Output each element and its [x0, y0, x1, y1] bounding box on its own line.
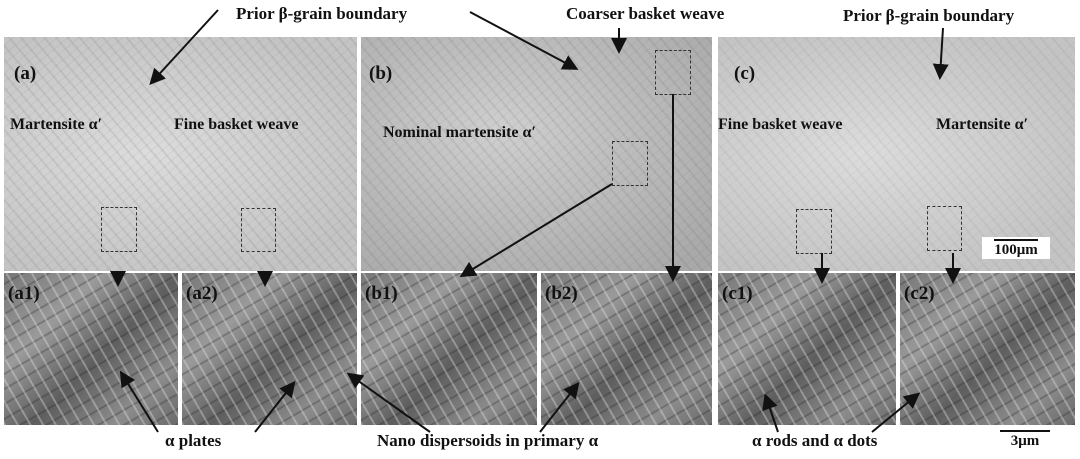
region-label: Martensite α′: [10, 116, 103, 133]
panel-label: (b2): [545, 283, 578, 304]
scale-bar: 3μm: [1000, 430, 1050, 450]
arrow: [149, 9, 219, 85]
panel-label: (a): [14, 63, 37, 84]
panel-label: (a2): [186, 283, 218, 304]
panel-c: (c) Fine basket weave Martensite α′ 100μ…: [718, 37, 1075, 271]
panel-a: (a) Martensite α′ Fine basket weave: [4, 37, 357, 271]
arrow: [762, 393, 779, 433]
region-label: Fine basket weave: [174, 116, 299, 133]
arrow: [254, 380, 296, 433]
scale-bar: 100μm: [982, 237, 1050, 259]
arrow: [932, 27, 949, 80]
annotation-coarser: Coarser basket weave: [566, 4, 725, 23]
zoom-region-box: [241, 208, 276, 252]
arrow: [346, 372, 431, 433]
panel-label: (a1): [8, 283, 40, 304]
scale-bar-label: 100μm: [994, 242, 1038, 258]
arrow: [469, 11, 579, 70]
zoom-region-box: [101, 207, 137, 252]
scale-bar-label: 3μm: [1010, 433, 1040, 449]
region-label: Fine basket weave: [718, 116, 843, 133]
panel-label: (c2): [904, 283, 935, 304]
panel-a2: (a2): [182, 273, 357, 425]
zoom-region-box: [796, 209, 832, 254]
panel-b: (b) Nominal martensite α′: [361, 37, 712, 271]
panel-c1: (c1): [718, 273, 896, 425]
panel-a1: (a1): [4, 273, 178, 425]
annotation-prior-beta: Prior β-grain boundary: [236, 4, 408, 23]
panel-label: (c1): [722, 283, 753, 304]
annotation-nano: Nano dispersoids in primary α: [377, 431, 599, 450]
arrow: [539, 381, 580, 433]
arrow: [871, 392, 921, 433]
arrow: [459, 183, 613, 278]
region-label: Nominal martensite α′: [383, 124, 536, 141]
annotation-rods: α rods and α dots: [752, 431, 878, 450]
zoom-region-box: [612, 141, 648, 186]
panel-c2: (c2): [900, 273, 1075, 425]
panel-label: (c): [734, 63, 756, 84]
annotation-prior-beta: Prior β-grain boundary: [843, 6, 1015, 25]
panel-label: (b1): [365, 283, 398, 304]
region-label: Martensite α′: [936, 116, 1029, 133]
panel-b2: (b2): [541, 273, 712, 425]
arrow: [119, 370, 159, 433]
panel-b1: (b1): [361, 273, 537, 425]
annotation-alpha-plates: α plates: [165, 431, 222, 450]
panel-label: (b): [369, 63, 393, 84]
zoom-region-box: [927, 206, 962, 251]
